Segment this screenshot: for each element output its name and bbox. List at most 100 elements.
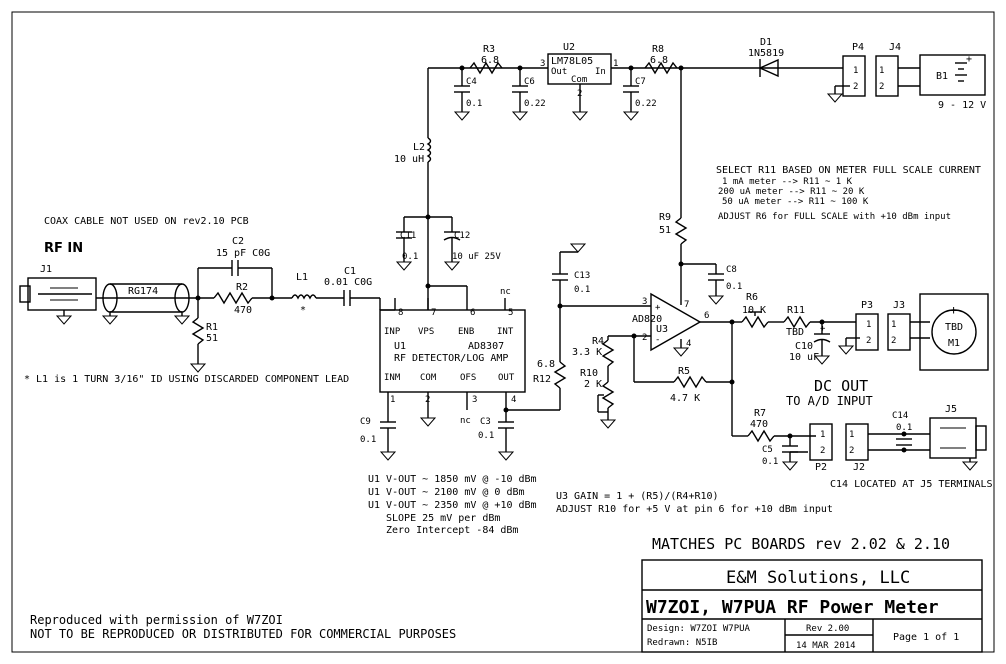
svg-text:7: 7	[431, 308, 436, 318]
c14-capacitor: C14 0.1 C14 LOCATED AT J5 TERMINALS	[830, 411, 993, 490]
svg-text:P4: P4	[852, 42, 864, 53]
svg-text:INM: INM	[384, 373, 401, 383]
svg-text:R7: R7	[754, 408, 766, 419]
j2-connector: 1 2 J2	[845, 423, 930, 473]
svg-text:2: 2	[866, 336, 871, 346]
svg-text:INP: INP	[384, 327, 401, 337]
svg-text:1: 1	[390, 395, 395, 405]
rg174-coax: RG174	[96, 283, 196, 325]
svg-text:R10: R10	[580, 368, 598, 379]
revision-date: 14 MAR 2014	[796, 641, 856, 651]
u1-log-amp: 8 7 6 5 INP VPS ENB INT nc U1 AD8307 RF …	[379, 283, 560, 427]
r6-potentiometer: R6 10 K	[732, 292, 784, 329]
ground-icon	[961, 461, 979, 471]
svg-text:4.7 K: 4.7 K	[670, 393, 700, 404]
svg-text:6: 6	[704, 311, 709, 321]
svg-text:4: 4	[686, 339, 691, 349]
svg-text:OUT: OUT	[498, 373, 515, 383]
svg-text:RG174: RG174	[128, 286, 158, 297]
svg-text:0.1: 0.1	[896, 423, 912, 433]
svg-text:0.22: 0.22	[635, 99, 657, 109]
svg-text:2: 2	[849, 446, 854, 456]
c7-capacitor: C7 0.22	[622, 65, 657, 121]
svg-text:U2: U2	[563, 42, 575, 53]
svg-text:R11: R11	[787, 305, 805, 316]
svg-text:2: 2	[642, 333, 647, 343]
svg-text:6: 6	[470, 308, 475, 318]
svg-text:C5: C5	[762, 445, 773, 455]
r12-resistor: 6.8 R12	[533, 306, 567, 410]
svg-text:+: +	[966, 54, 972, 65]
svg-text:AD8307: AD8307	[468, 341, 504, 352]
svg-text:ENB: ENB	[458, 327, 474, 337]
svg-text:+: +	[950, 303, 957, 317]
svg-text:0.1: 0.1	[360, 435, 376, 445]
j1-connector: J1	[19, 264, 97, 325]
svg-text:U1 V-OUT ~ 2100 mV @ 0 dBm: U1 V-OUT ~ 2100 mV @ 0 dBm	[368, 487, 525, 498]
ground-icon	[837, 345, 855, 355]
svg-text:U1: U1	[394, 341, 406, 352]
svg-text:M1: M1	[948, 338, 960, 349]
c1-capacitor: C1 0.01 C0G	[316, 266, 395, 311]
ground-icon	[101, 315, 119, 325]
svg-text:SELECT R11 BASED ON METER FULL: SELECT R11 BASED ON METER FULL SCALE CUR…	[716, 165, 981, 176]
svg-text:L2: L2	[413, 142, 425, 153]
svg-text:Reproduced with permission of: Reproduced with permission of W7ZOI	[30, 613, 283, 627]
svg-text:SLOPE 25 mV per dBm: SLOPE 25 mV per dBm	[386, 513, 500, 524]
svg-text:2: 2	[891, 336, 896, 346]
svg-text:6.8: 6.8	[650, 55, 668, 66]
svg-text:1 mA meter --> R11 ~ 1 K: 1 mA meter --> R11 ~ 1 K	[722, 177, 853, 187]
svg-text:J3: J3	[893, 300, 905, 311]
r11-selection-note: SELECT R11 BASED ON METER FULL SCALE CUR…	[716, 165, 981, 222]
c8-capacitor: C8 0.1	[678, 261, 742, 305]
svg-text:U3: U3	[656, 324, 668, 335]
svg-text:U3 GAIN = 1 + (R5)/(R4+R10): U3 GAIN = 1 + (R5)/(R4+R10)	[556, 491, 719, 502]
svg-text:9 - 12 V: 9 - 12 V	[938, 100, 986, 111]
p4-header: P4 1 2	[826, 42, 866, 103]
ground-icon	[453, 111, 471, 121]
r7-resistor: R7 470	[732, 408, 816, 443]
svg-text:6.8: 6.8	[537, 359, 555, 370]
svg-text:1: 1	[866, 320, 871, 330]
svg-text:5: 5	[508, 308, 513, 318]
svg-text:-: -	[655, 335, 660, 345]
svg-text:L1: L1	[296, 272, 308, 283]
company-name: E&M Solutions, LLC	[726, 568, 910, 588]
r3-resistor: R3 6.8	[469, 44, 503, 75]
r11-resistor: R11 TBD	[783, 305, 856, 338]
ground-icon	[571, 111, 589, 121]
svg-text:1: 1	[853, 66, 858, 76]
svg-text:TBD: TBD	[945, 322, 963, 333]
svg-text:2: 2	[879, 82, 884, 92]
l1-inductor: L1 *	[291, 272, 317, 316]
svg-text:Com: Com	[571, 75, 587, 85]
sheet-border	[11, 11, 995, 653]
svg-text:D1: D1	[760, 37, 772, 48]
svg-text:51: 51	[659, 225, 671, 236]
svg-text:*: *	[300, 305, 306, 316]
svg-text:COM: COM	[420, 373, 437, 383]
svg-text:3: 3	[642, 297, 647, 307]
svg-text:2: 2	[853, 82, 858, 92]
svg-text:R1: R1	[206, 322, 218, 333]
svg-text:0.1: 0.1	[402, 252, 418, 262]
svg-text:Out: Out	[551, 67, 567, 77]
svg-text:50 uA meter --> R11 ~ 100 K: 50 uA meter --> R11 ~ 100 K	[722, 197, 869, 207]
svg-text:R12: R12	[533, 374, 551, 385]
svg-text:C12: C12	[454, 231, 470, 241]
svg-text:LM78L05: LM78L05	[551, 56, 593, 67]
svg-text:C6: C6	[524, 77, 535, 87]
ground-icon	[419, 417, 437, 427]
svg-text:7: 7	[684, 300, 689, 310]
svg-text:C7: C7	[635, 77, 646, 87]
svg-text:1: 1	[849, 430, 854, 440]
svg-text:470: 470	[750, 419, 768, 430]
svg-text:1: 1	[820, 430, 825, 440]
c2-capacitor: C2 15 pF C0G	[197, 236, 273, 298]
svg-text:10 uF: 10 uF	[789, 352, 819, 363]
svg-text:C14: C14	[892, 411, 908, 421]
svg-text:ADJUST R6 for FULL SCALE with: ADJUST R6 for FULL SCALE with +10 dBm in…	[718, 212, 951, 222]
ground-icon	[173, 315, 191, 325]
dc-out-label: DC OUT TO A/D INPUT	[786, 377, 873, 408]
svg-text:+: +	[655, 303, 661, 313]
